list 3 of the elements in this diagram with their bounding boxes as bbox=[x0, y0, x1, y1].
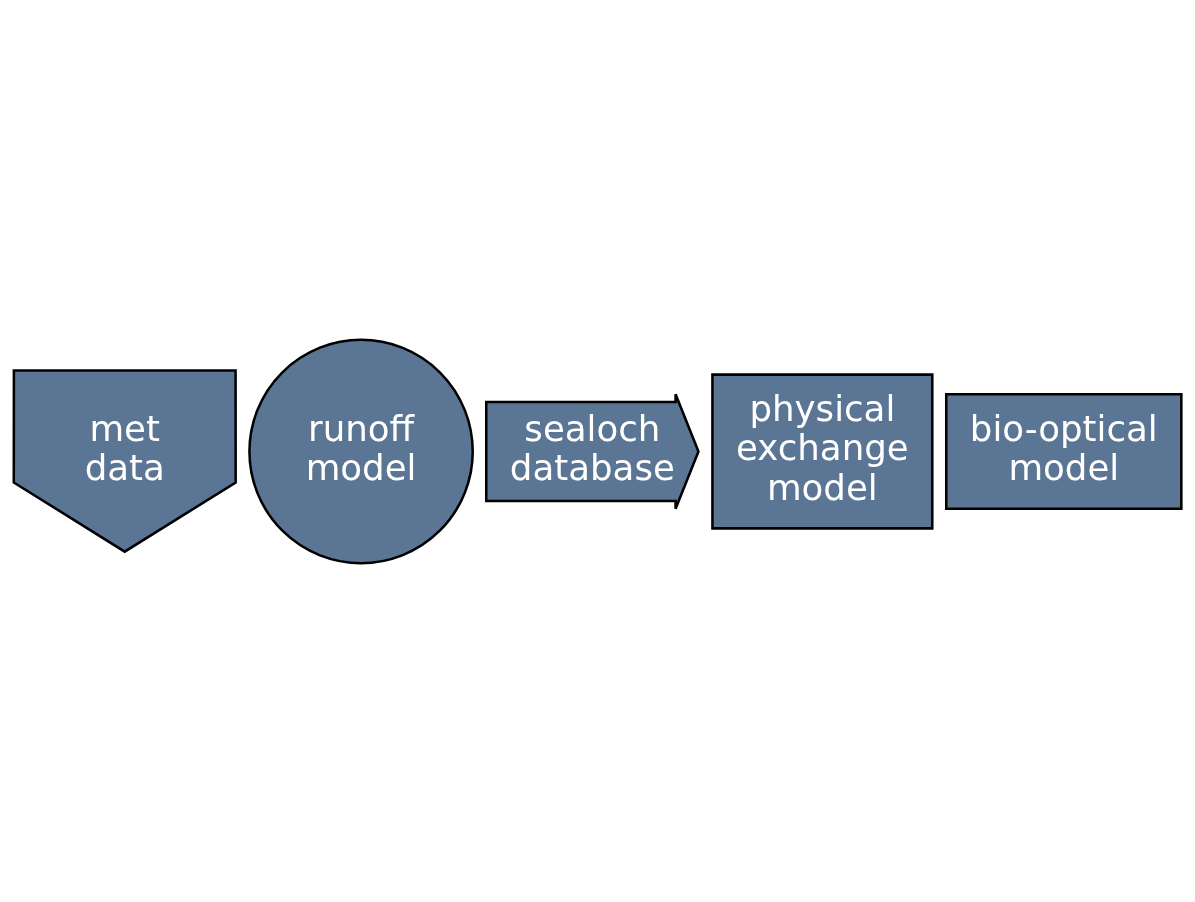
node-circle: runoff model bbox=[248, 338, 474, 564]
node-box: bio-optical model bbox=[945, 392, 1183, 510]
node-box: physical exchange model bbox=[711, 372, 934, 530]
